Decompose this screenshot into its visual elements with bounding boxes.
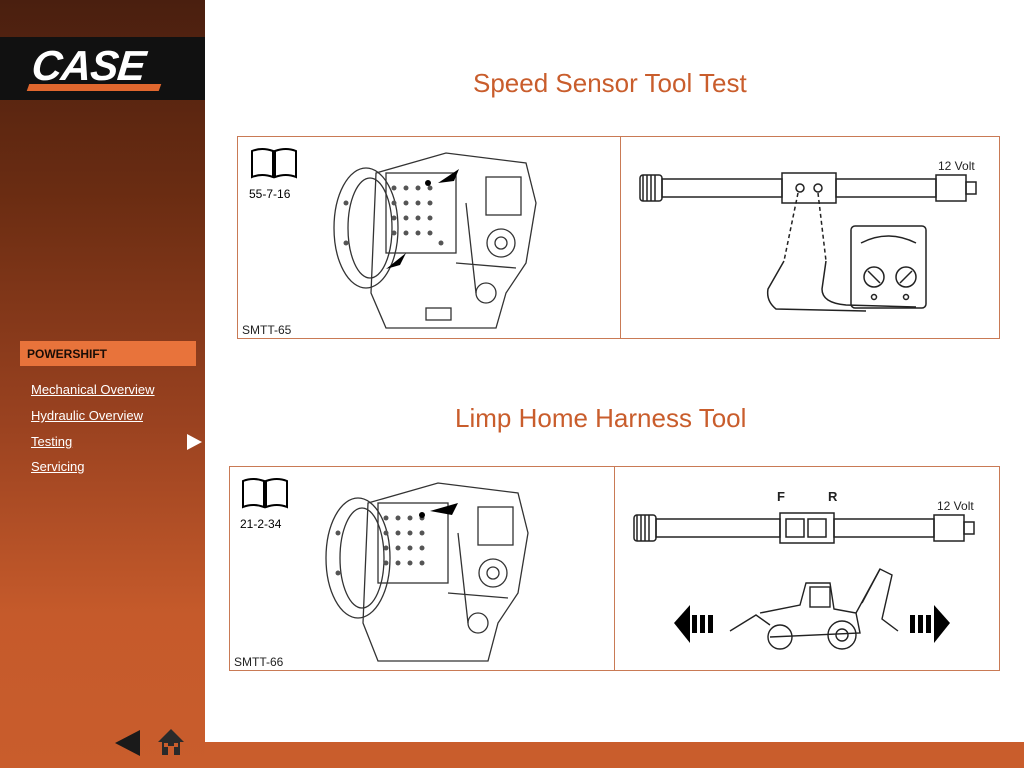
voltage-label: 12 Volt: [937, 499, 974, 513]
panel-divider: [614, 467, 615, 670]
limp-home-figure-panel: 21-2-34 SMTT-66 F R 12 Volt: [229, 466, 1000, 671]
nav-servicing[interactable]: Servicing: [31, 459, 85, 474]
nav-testing[interactable]: Testing: [31, 434, 73, 449]
manual-ref: 21-2-34: [240, 517, 282, 531]
panel-divider: [620, 137, 621, 338]
nav-hydraulic-overview[interactable]: Hydraulic Overview: [31, 408, 143, 423]
manual-book-icon: [242, 478, 288, 509]
limp-home-harness-drawing: [633, 512, 975, 650]
figure-label: SMTT-65: [242, 323, 292, 337]
current-page-indicator-icon: [187, 434, 202, 450]
switch-reverse-label: R: [828, 489, 838, 504]
speed-sensor-tool-harness-drawing: [639, 172, 977, 312]
case-logo-text: CASE: [29, 42, 148, 89]
manual-ref: 55-7-16: [249, 187, 291, 201]
section-title-limp-home: Limp Home Harness Tool: [455, 403, 747, 433]
home-icon[interactable]: [157, 728, 185, 756]
back-arrow-icon[interactable]: [115, 730, 140, 756]
switch-forward-label: F: [777, 489, 785, 504]
bottom-bar: [205, 742, 1024, 768]
section-tab-label: POWERSHIFT: [27, 347, 107, 361]
section-tab-powershift: POWERSHIFT: [20, 341, 196, 366]
transmission-drawing: [333, 152, 537, 329]
sidebar: [0, 0, 205, 768]
nav-mechanical-overview[interactable]: Mechanical Overview: [31, 382, 155, 397]
section-title-speed-sensor: Speed Sensor Tool Test: [473, 68, 747, 98]
figure-label: SMTT-66: [234, 655, 284, 669]
voltage-label: 12 Volt: [938, 159, 975, 173]
speed-sensor-figure-panel: 55-7-16 SMTT-65 12 Volt: [237, 136, 1000, 339]
transmission-drawing: [325, 482, 529, 662]
manual-book-icon: [251, 148, 297, 179]
